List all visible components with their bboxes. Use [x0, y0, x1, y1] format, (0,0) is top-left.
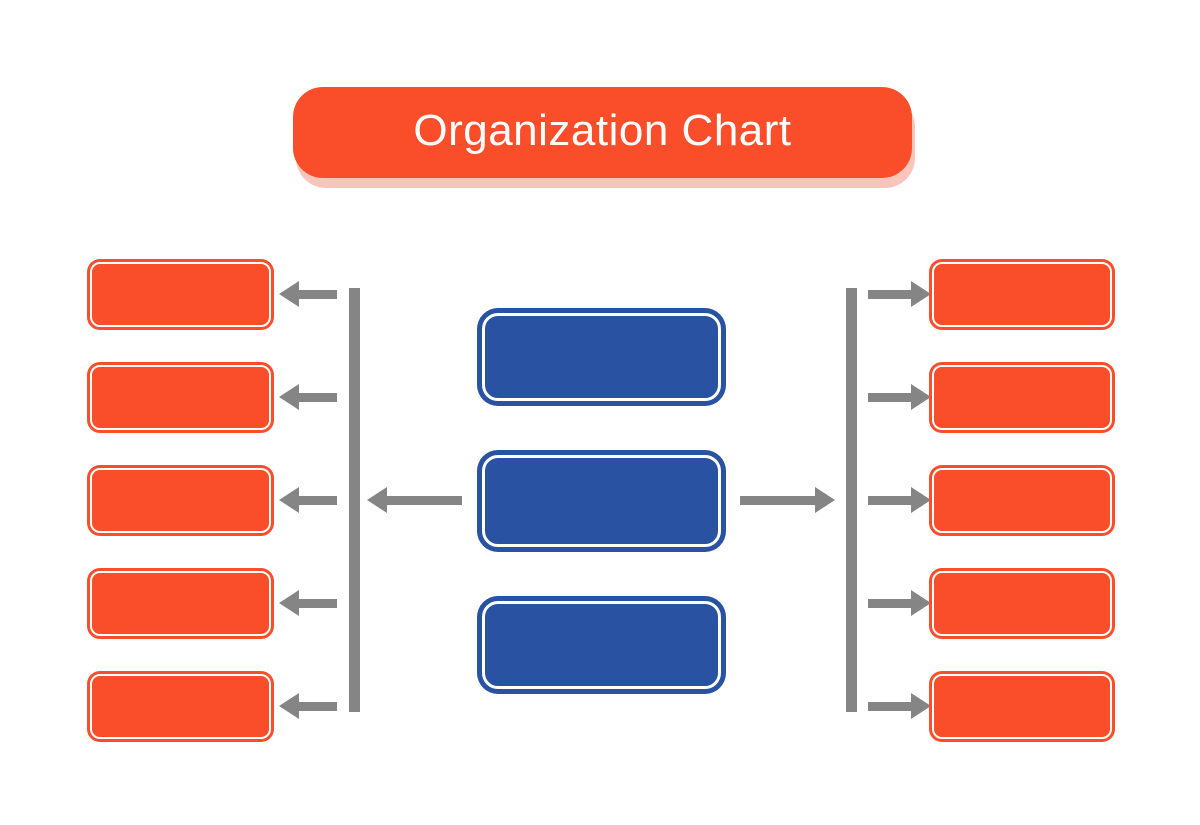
center-node-2 — [482, 455, 721, 547]
arrow-shaft — [868, 392, 911, 402]
arrow-shaft — [868, 495, 911, 505]
arrowhead-left-icon — [279, 281, 299, 307]
arrowhead-left-icon — [279, 487, 299, 513]
right-rail — [846, 288, 857, 712]
right-node-4 — [932, 571, 1112, 636]
trunk-arrow-left-icon — [367, 487, 462, 513]
center-node-3 — [482, 601, 721, 689]
left-node-4 — [90, 571, 271, 636]
center-node-1 — [482, 313, 721, 401]
left-node-3 — [90, 468, 271, 533]
right-node-5 — [932, 674, 1112, 739]
arrowhead-left-icon — [279, 590, 299, 616]
arrowhead-right-icon — [911, 590, 931, 616]
branch-arrow-left-2-icon — [279, 384, 337, 410]
arrow-shaft — [299, 289, 337, 299]
branch-arrow-right-3-icon — [868, 487, 931, 513]
arrow-shaft — [387, 495, 462, 505]
right-node-1 — [932, 262, 1112, 327]
branch-arrow-left-1-icon — [279, 281, 337, 307]
arrow-shaft — [868, 289, 911, 299]
title-banner: Organization Chart — [293, 87, 912, 178]
arrow-shaft — [299, 701, 337, 711]
branch-arrow-right-4-icon — [868, 590, 931, 616]
arrowhead-right-icon — [815, 487, 835, 513]
arrowhead-right-icon — [911, 384, 931, 410]
left-rail — [349, 288, 360, 712]
left-node-5 — [90, 674, 271, 739]
left-node-1 — [90, 262, 271, 327]
arrowhead-left-icon — [367, 487, 387, 513]
arrow-shaft — [299, 495, 337, 505]
branch-arrow-right-2-icon — [868, 384, 931, 410]
branch-arrow-left-4-icon — [279, 590, 337, 616]
arrow-shaft — [299, 392, 337, 402]
arrowhead-right-icon — [911, 487, 931, 513]
branch-arrow-right-1-icon — [868, 281, 931, 307]
arrow-shaft — [868, 701, 911, 711]
right-node-3 — [932, 468, 1112, 533]
arrowhead-left-icon — [279, 384, 299, 410]
branch-arrow-right-5-icon — [868, 693, 931, 719]
page-title: Organization Chart — [413, 105, 792, 155]
arrow-shaft — [740, 495, 815, 505]
branch-arrow-left-5-icon — [279, 693, 337, 719]
branch-arrow-left-3-icon — [279, 487, 337, 513]
left-node-2 — [90, 365, 271, 430]
arrow-shaft — [868, 598, 911, 608]
arrowhead-right-icon — [911, 281, 931, 307]
arrow-shaft — [299, 598, 337, 608]
trunk-arrow-right-icon — [740, 487, 835, 513]
arrowhead-left-icon — [279, 693, 299, 719]
right-node-2 — [932, 365, 1112, 430]
arrowhead-right-icon — [911, 693, 931, 719]
